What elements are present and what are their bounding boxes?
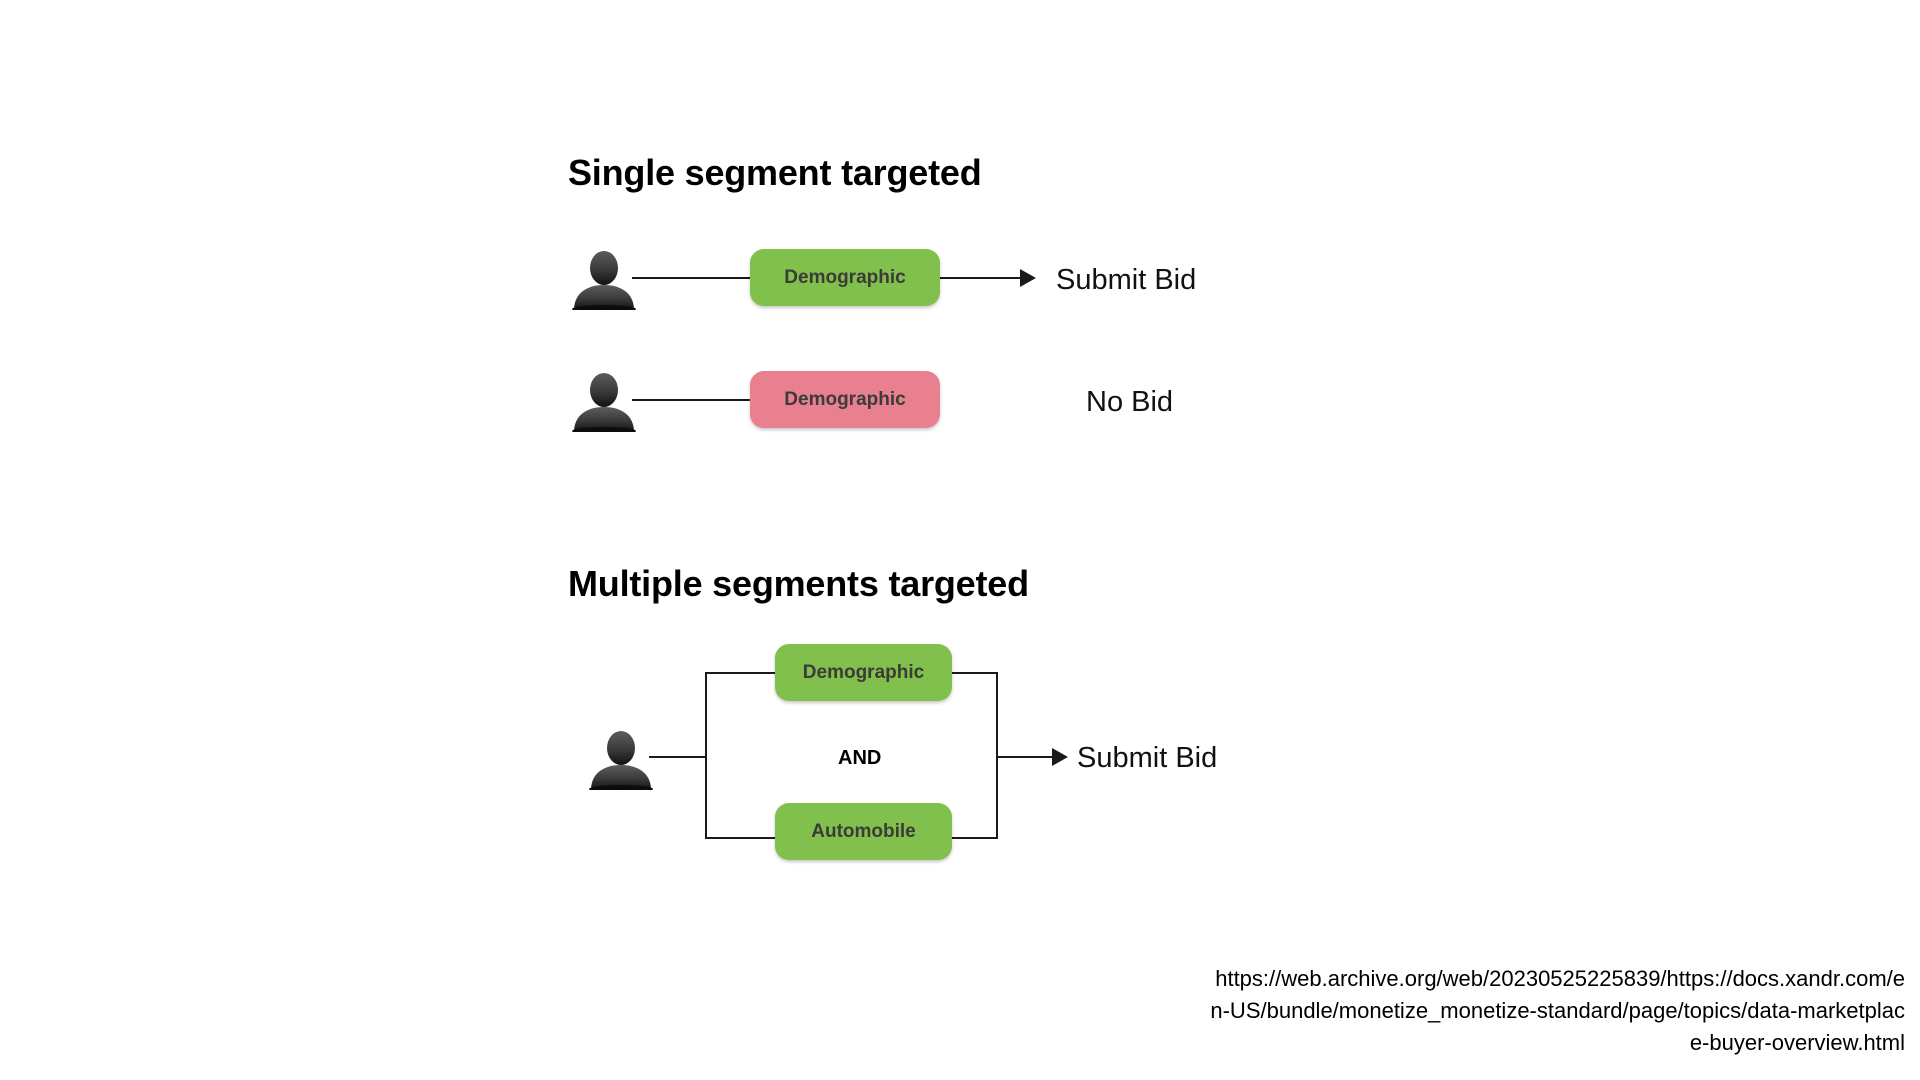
user-silhouette-icon bbox=[585, 730, 657, 790]
branch-line-bottom-in bbox=[705, 837, 775, 839]
bracket-line-left bbox=[705, 672, 707, 839]
outcome-label-no-bid: No Bid bbox=[1086, 386, 1174, 418]
outcome-label-submit-bid: Submit Bid bbox=[1077, 742, 1218, 774]
bracket-line-right bbox=[996, 672, 998, 839]
branch-line-bottom-out bbox=[950, 837, 998, 839]
user-silhouette-icon bbox=[568, 372, 640, 432]
branch-line-top-out bbox=[950, 672, 998, 674]
section-title-single-segment: Single segment targeted bbox=[568, 152, 982, 193]
connector-line-segment-to-outcome bbox=[940, 277, 1020, 279]
segment-box-automobile[interactable]: Automobile bbox=[775, 803, 952, 860]
segment-box-demographic-no-match[interactable]: Demographic bbox=[750, 371, 940, 428]
connector-line-bracket-to-outcome bbox=[996, 756, 1052, 758]
connector-line-avatar-to-segment bbox=[632, 277, 750, 279]
user-silhouette-icon bbox=[568, 250, 640, 310]
section-title-multiple-segments: Multiple segments targeted bbox=[568, 563, 1029, 604]
source-url-caption: https://web.archive.org/web/202305252258… bbox=[1210, 966, 1905, 1055]
segment-box-demographic-match[interactable]: Demographic bbox=[750, 249, 940, 306]
connector-line-avatar-to-segment bbox=[632, 399, 750, 401]
arrowhead-icon bbox=[1020, 269, 1036, 287]
branch-line-top-in bbox=[705, 672, 775, 674]
outcome-label-submit-bid: Submit Bid bbox=[1056, 264, 1197, 296]
connector-line-avatar-to-bracket bbox=[649, 756, 705, 758]
segment-box-demographic[interactable]: Demographic bbox=[775, 644, 952, 701]
arrowhead-icon bbox=[1052, 748, 1068, 766]
logic-operator-and: AND bbox=[838, 747, 882, 769]
